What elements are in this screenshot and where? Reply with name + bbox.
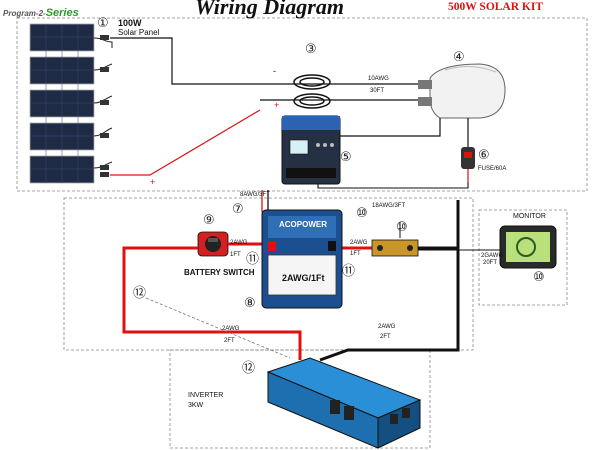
- inline-fuse: [461, 147, 475, 169]
- wire-18awg-3ft: 18AWG/3FT: [372, 203, 406, 209]
- wire-switch-gauge: 2AWG: [230, 240, 248, 246]
- wire-inverter-red-length: 2FT: [224, 338, 235, 344]
- wire-8awg-3ft: 8AWG/3FT: [240, 192, 270, 198]
- callout-3: ③: [305, 42, 317, 57]
- inverter-power-label: 3KW: [188, 402, 204, 409]
- array-negative-lead: [110, 37, 420, 85]
- shunt-to-inverter-wire: [319, 200, 460, 362]
- callout-8: ⑧: [244, 296, 256, 311]
- callout-5: ⑤: [340, 150, 352, 165]
- wire-switch-length: 1FT: [230, 252, 241, 258]
- page-title: Wiring Diagram: [195, 0, 344, 19]
- series-prefix: Program-2: [3, 9, 44, 18]
- battery-region: [63, 197, 474, 351]
- array-positive-sign: +: [150, 177, 156, 187]
- monitor-label: MONITOR: [513, 213, 546, 220]
- wire-monitor-gauge: 2GAWG: [481, 253, 504, 259]
- series-word: Series: [45, 7, 79, 19]
- controller-screen: [289, 139, 309, 155]
- callout-12b: ⑫: [242, 361, 256, 376]
- fuse-label: FUSE/60A: [478, 166, 507, 172]
- extension-cable-coils: [293, 74, 331, 109]
- callout-4: ④: [453, 50, 465, 65]
- monitor-screen: [506, 232, 550, 262]
- callout-6: ⑥: [478, 148, 490, 163]
- wire-inverter-black-length: 2FT: [380, 334, 391, 340]
- battery: [261, 209, 343, 309]
- series-label: Program-2-Series: [3, 7, 79, 19]
- wire-inverter-red-gauge: 2AWG: [222, 326, 240, 332]
- wire-gauge-10awg: 10AWG: [368, 76, 389, 82]
- callout-1: ①: [97, 16, 109, 31]
- callout-10a: ⑩: [356, 206, 368, 221]
- callout-12a: ⑫: [133, 286, 147, 301]
- battery-switch: [197, 231, 229, 257]
- callout-9: ⑨: [203, 213, 215, 228]
- positive-to-inverter-wire: [122, 246, 302, 360]
- controller-to-fuse-wire: [317, 180, 469, 189]
- callout-11a: ⑪: [246, 252, 260, 267]
- solar-panel-array: [29, 23, 95, 184]
- array-positive-lead: [110, 109, 261, 176]
- positive-sign: +: [274, 100, 280, 110]
- wire-length-30ft: 30FT: [370, 88, 385, 94]
- callout-10b: ⑩: [396, 220, 408, 235]
- battery-spec: 2AWG/1Ft: [282, 273, 325, 283]
- solar-region: [16, 17, 588, 192]
- cable-entry-gland: [418, 63, 506, 119]
- callout-10c: ⑩: [533, 270, 545, 285]
- wire-bus-length: 1FT: [350, 251, 361, 257]
- panel-power-label: 100W: [118, 18, 142, 28]
- inverter-label: INVERTER: [188, 392, 224, 399]
- inverter: [266, 357, 422, 449]
- battery-monitor: [499, 225, 557, 269]
- callout-11b: ⑪: [342, 264, 356, 279]
- charge-controller: [281, 115, 341, 185]
- wire-monitor-length: 20FT: [483, 260, 498, 266]
- wire-bus-gauge: 2AWG: [350, 240, 368, 246]
- kit-name: 500W SOLAR KIT: [448, 1, 544, 13]
- leader-12: [145, 297, 291, 359]
- busbar-shunt: [371, 239, 419, 257]
- battery-brand: ACOPOWER: [279, 220, 327, 229]
- wire-inverter-black-gauge: 2AWG: [378, 324, 396, 330]
- mc4-connectors: [100, 35, 109, 177]
- negative-sign: -: [273, 66, 276, 76]
- gland-to-controller-wire: [340, 118, 441, 137]
- monitor-region: [478, 209, 568, 306]
- battery-switch-label: BATTERY SWITCH: [184, 268, 255, 277]
- panel-name-label: Solar Panel: [118, 28, 160, 37]
- callout-7: ⑦: [232, 202, 244, 217]
